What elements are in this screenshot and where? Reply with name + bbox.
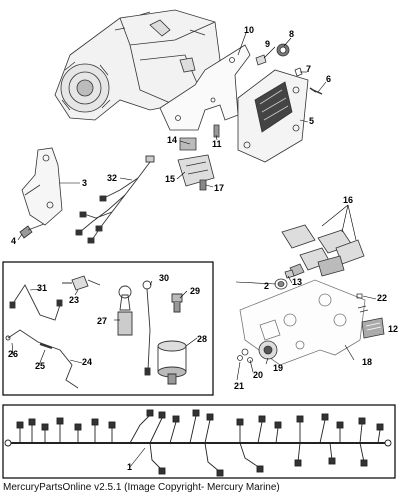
plate-18 (239, 279, 366, 366)
callout-2: 2 (264, 281, 270, 291)
callout-22: 22 (377, 293, 388, 303)
callout-21: 21 (234, 381, 245, 391)
callout-29: 29 (190, 286, 201, 296)
callout-30: 30 (159, 273, 170, 283)
callout-12: 12 (388, 324, 399, 334)
harness-box (2, 404, 396, 479)
callout-23: 23 (69, 295, 80, 305)
callout-1: 1 (127, 462, 133, 472)
callout-8: 8 (289, 29, 295, 39)
main-harness-1 (4, 409, 392, 477)
parts-11-14-15-17 (177, 124, 220, 191)
callout-13: 13 (292, 277, 303, 287)
callout-25: 25 (35, 361, 46, 371)
callout-28: 28 (197, 334, 208, 344)
callout-11: 11 (212, 139, 222, 149)
callout-32: 32 (107, 173, 118, 183)
copyright-footer: MercuryPartsOnline v2.5.1 (Image Copyrig… (3, 482, 280, 493)
callout-7: 7 (306, 64, 312, 74)
hardware-6-7-8-9 (255, 43, 323, 95)
callout-10: 10 (244, 25, 255, 35)
callout-14: 14 (167, 135, 178, 145)
callout-6: 6 (326, 74, 332, 84)
callout-15: 15 (165, 174, 176, 184)
callout-26: 26 (8, 349, 19, 359)
engine-assembly (54, 9, 221, 121)
ecm-module (237, 69, 309, 163)
callout-31: 31 (37, 283, 48, 293)
callout-3: 3 (82, 178, 88, 188)
callout-5: 5 (309, 116, 315, 126)
harness-32 (75, 155, 155, 244)
inset-box (2, 261, 214, 396)
callout-9: 9 (265, 39, 271, 49)
mount-bracket-3 (21, 147, 63, 226)
connector-12 (361, 317, 385, 339)
parts-19-20-21-22 (237, 293, 369, 363)
callout-4: 4 (11, 236, 17, 246)
inset-parts (5, 275, 187, 389)
bolt-4 (19, 223, 45, 239)
callout-16: 16 (343, 195, 354, 205)
callout-24: 24 (82, 357, 93, 367)
callout-17: 17 (214, 183, 225, 193)
callout-19: 19 (273, 363, 284, 373)
callout-27: 27 (97, 316, 108, 326)
relays-16 (281, 224, 365, 277)
callout-18: 18 (362, 357, 373, 367)
leader-lines (11, 32, 377, 468)
callout-20: 20 (253, 370, 264, 380)
parts-2-13 (274, 269, 295, 290)
